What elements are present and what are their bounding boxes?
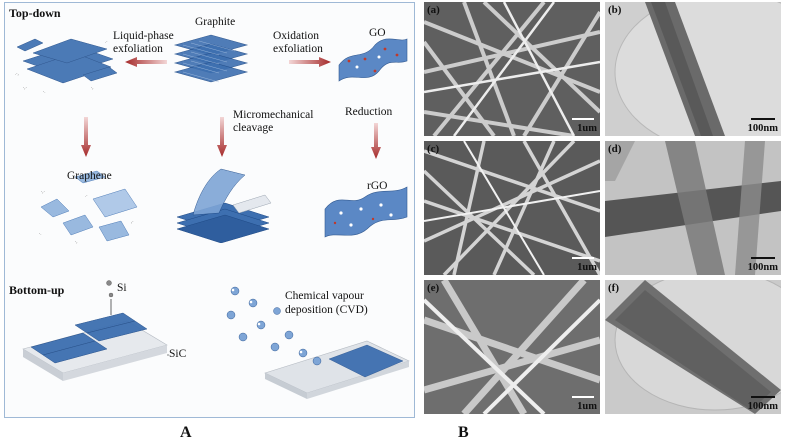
svg-text:.·,: .·,	[15, 71, 19, 76]
micrograph-b-scale: 100nm	[747, 123, 778, 134]
micrograph-a-tag: (a)	[427, 4, 440, 16]
sem-fibers-a	[424, 2, 600, 136]
panel-a-schematic: Top-down Graphite Liquid-phase exfoliati…	[4, 2, 415, 418]
micrograph-f-scale: 100nm	[747, 401, 778, 412]
graphene-flakes-illustration: ·,· .· ·. ,· ·,	[39, 170, 138, 244]
micrograph-b: (b) 100nm	[605, 2, 781, 136]
svg-text:·,·: ·,·	[41, 189, 45, 194]
arrow-to-liquid-phase	[125, 57, 167, 67]
scale-bar-f	[751, 396, 775, 398]
panel-b-caption: B	[458, 424, 469, 441]
micrograph-d: (d) 100nm	[605, 141, 781, 275]
micrograph-c-scale: 1um	[577, 262, 597, 273]
tem-fiber-f	[605, 280, 781, 414]
graphene-label: Graphene	[67, 170, 112, 182]
rgo-label: rGO	[367, 180, 388, 192]
go-label: GO	[369, 27, 386, 39]
micromechanical-cleavage-illustration	[176, 168, 272, 243]
sem-fibers-e	[424, 280, 600, 414]
svg-text:·,: ·,	[91, 85, 94, 90]
micrograph-e-scale: 1um	[577, 401, 597, 412]
sic-epitaxial-illustration	[22, 280, 169, 381]
liquid-phase-sheets-illustration: .·, ·,· ·. ·, .·	[15, 38, 118, 94]
graphite-stack-illustration	[173, 34, 249, 83]
go-sheet-illustration	[338, 38, 408, 82]
liquid-phase-label-2: exfoliation	[113, 43, 163, 55]
liquid-phase-label-1: Liquid-phase	[113, 30, 174, 42]
arrow-to-rgo	[371, 123, 381, 159]
scale-bar-d	[751, 257, 775, 259]
arrow-to-go	[289, 57, 331, 67]
cvd-illustration	[226, 286, 410, 399]
svg-text:·.: ·.	[43, 89, 46, 94]
arrow-to-cleavage	[217, 117, 227, 157]
micromechanical-label-2: cleavage	[233, 122, 274, 134]
reduction-label: Reduction	[345, 106, 393, 118]
svg-text:,·: ,·	[131, 219, 134, 224]
micromechanical-label-1: Micromechanical	[233, 109, 314, 121]
micrograph-f: (f) 100nm	[605, 280, 781, 414]
svg-text:·,: ·,	[75, 239, 78, 244]
oxidation-label-1: Oxidation	[273, 30, 319, 42]
micrograph-d-scale: 100nm	[747, 262, 778, 273]
scale-bar-c	[572, 257, 594, 259]
scale-bar-a	[572, 118, 594, 120]
oxidation-label-2: exfoliation	[273, 43, 323, 55]
svg-text:.·: .·	[105, 39, 108, 44]
sic-label: SiC	[169, 348, 187, 360]
graphite-label: Graphite	[195, 16, 236, 28]
tem-fibers-d	[605, 141, 781, 275]
svg-text:·.: ·.	[39, 231, 42, 236]
micrograph-a: (a) 1um	[424, 2, 600, 136]
micrograph-e: (e) 1um	[424, 280, 600, 414]
arrow-to-graphene	[81, 117, 91, 157]
scale-bar-b	[751, 118, 775, 120]
panel-a-caption: A	[180, 424, 192, 441]
svg-text:·,·: ·,·	[23, 85, 27, 90]
cvd-label-1: Chemical vapour	[285, 290, 364, 302]
micrograph-c-tag: (c)	[427, 143, 440, 155]
scale-bar-e	[572, 396, 594, 398]
micrograph-a-scale: 1um	[577, 123, 597, 134]
si-label: Si	[117, 282, 127, 294]
rgo-sheet-illustration	[324, 186, 408, 238]
micrograph-f-tag: (f)	[608, 282, 619, 294]
micrograph-d-tag: (d)	[608, 143, 622, 155]
sem-fibers-c	[424, 141, 600, 275]
micrograph-c: (c) 1um	[424, 141, 600, 275]
bottom-up-heading: Bottom-up	[9, 283, 65, 297]
svg-text:.·: .·	[85, 193, 88, 198]
tem-fiber-b	[605, 2, 781, 136]
cvd-label-2: deposition (CVD)	[285, 304, 368, 316]
top-down-heading: Top-down	[9, 6, 61, 20]
micrograph-e-tag: (e)	[427, 282, 440, 294]
micrograph-b-tag: (b)	[608, 4, 622, 16]
